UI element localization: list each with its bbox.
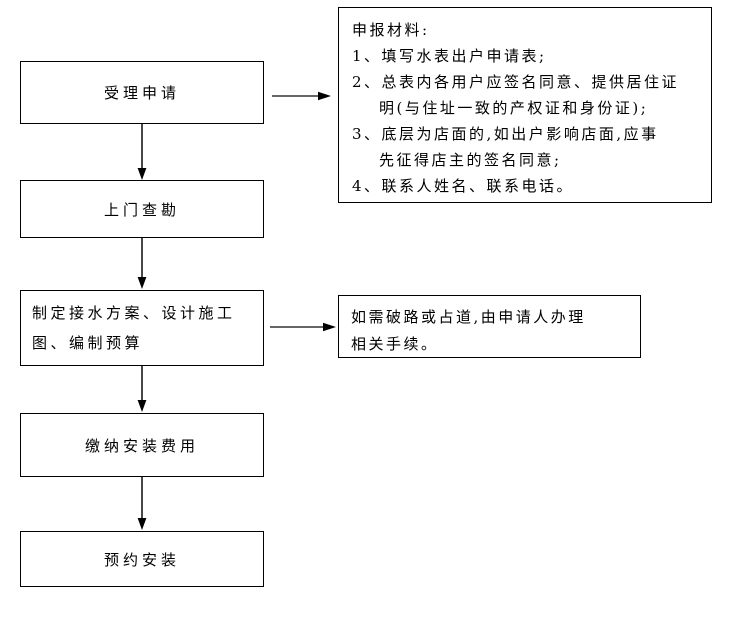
note-application-materials: 申报材料: 1、填写水表出户申请表; 2、总表内各用户应签名同意、提供居住证 明… bbox=[338, 7, 712, 203]
note-line: 4、联系人姓名、联系电话。 bbox=[352, 177, 575, 195]
step-label: 预约安装 bbox=[103, 550, 180, 569]
note-title: 申报材料: bbox=[352, 21, 430, 39]
arrow-plan-to-pay bbox=[137, 366, 147, 412]
note-line: 如需破路或占道,由申请人办理 bbox=[351, 308, 586, 326]
note-line: 明(与住址一致的产权证和身份证); bbox=[379, 99, 649, 117]
step-plan-and-design: 制定接水方案、设计施工 图、编制预算 bbox=[20, 290, 264, 366]
arrow-accept-to-survey bbox=[137, 124, 147, 180]
note-line: 1、填写水表出户申请表; bbox=[352, 47, 547, 65]
note-line: 3、底层为店面的,如出户影响店面,应事 bbox=[352, 125, 659, 143]
arrow-plan-to-road-permit bbox=[270, 322, 336, 332]
step-accept-application: 受理申请 bbox=[20, 61, 264, 124]
arrow-survey-to-plan bbox=[137, 238, 147, 289]
note-line: 相关手续。 bbox=[351, 335, 439, 353]
note-line: 2、总表内各用户应签名同意、提供居住证 bbox=[352, 73, 680, 91]
arrow-pay-to-book bbox=[137, 477, 147, 530]
step-site-survey: 上门查勘 bbox=[20, 180, 264, 238]
step-label: 缴纳安装费用 bbox=[84, 436, 199, 455]
note-line: 先征得店主的签名同意; bbox=[379, 151, 562, 169]
note-road-permit: 如需破路或占道,由申请人办理 相关手续。 bbox=[338, 295, 641, 358]
step-label-line: 制定接水方案、设计施工 bbox=[32, 304, 236, 322]
step-pay-installation-fee: 缴纳安装费用 bbox=[20, 413, 264, 477]
step-book-installation: 预约安装 bbox=[20, 531, 264, 587]
step-label-lines: 制定接水方案、设计施工 图、编制预算 bbox=[21, 298, 242, 358]
arrow-accept-to-materials bbox=[272, 91, 331, 101]
step-label-line: 图、编制预算 bbox=[32, 334, 144, 352]
step-label: 受理申请 bbox=[103, 84, 180, 102]
step-label: 上门查勘 bbox=[103, 200, 180, 219]
